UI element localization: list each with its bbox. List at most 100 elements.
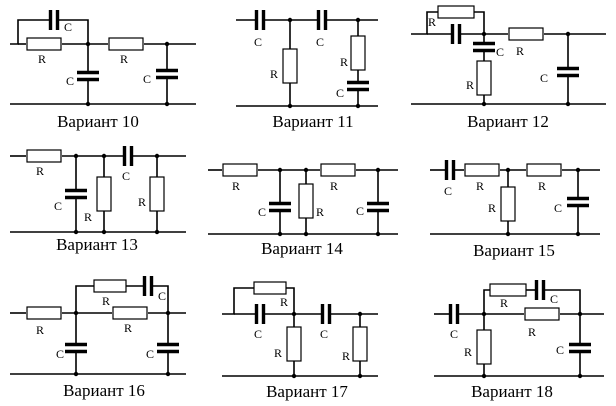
resistor [96, 176, 112, 212]
resistor [320, 163, 356, 177]
capacitor-label: C [554, 201, 562, 215]
resistor [524, 307, 560, 321]
wire [286, 287, 295, 314]
variant-caption: Вариант 13 [56, 235, 138, 254]
capacitor-label: C [356, 204, 364, 218]
resistor-label: R [36, 323, 44, 337]
capacitor-label: C [122, 169, 130, 183]
junction-dot [277, 231, 283, 237]
junction-dot [85, 101, 91, 107]
resistor-label: R [138, 195, 146, 209]
wire [58, 19, 89, 44]
variant-caption: Вариант 12 [467, 112, 549, 131]
capacitor-label: C [146, 347, 154, 361]
resistor-label: R [538, 179, 546, 193]
variant-caption: Вариант 15 [473, 241, 555, 260]
junction-dot [355, 103, 361, 109]
resistor [108, 37, 144, 51]
resistor [526, 163, 562, 177]
resistor [26, 306, 62, 320]
capacitor-label: C [444, 184, 452, 198]
resistor [350, 35, 366, 71]
wire [544, 289, 581, 314]
resistor [508, 27, 544, 41]
wire [75, 285, 94, 313]
junction-dot [575, 231, 581, 237]
resistor [93, 279, 127, 293]
junction-dot [357, 373, 363, 379]
resistor-label: R [330, 179, 338, 193]
variant-caption: Вариант 17 [266, 382, 348, 401]
variant-caption: Вариант 16 [63, 381, 145, 400]
resistor-label: R [464, 345, 472, 359]
junction-dot [565, 101, 571, 107]
wire [411, 11, 438, 35]
variant-caption: Вариант 11 [272, 112, 353, 131]
wire [152, 285, 169, 313]
junction-dot [154, 229, 160, 235]
circuit-variant-11: C C R R C Вариант 11 [236, 10, 378, 131]
capacitor-label: C [496, 45, 504, 59]
resistor [437, 5, 475, 19]
junction-dot [73, 229, 79, 235]
resistor-label: R [488, 201, 496, 215]
variant-caption: Вариант 14 [261, 239, 343, 258]
resistor-label: R [280, 295, 288, 309]
resistor [253, 281, 287, 295]
junction-dot [164, 101, 170, 107]
resistor [464, 163, 500, 177]
junction-dot [577, 373, 583, 379]
junction-dot [505, 231, 511, 237]
capacitor-label: C [56, 347, 64, 361]
capacitor-label: C [336, 86, 344, 100]
junction-dot [73, 371, 79, 377]
resistor-label: R [36, 164, 44, 178]
resistor [489, 283, 527, 297]
resistor [476, 60, 492, 96]
resistor [282, 48, 298, 84]
resistor [149, 176, 165, 212]
wire [483, 289, 490, 314]
junction-dot [287, 103, 293, 109]
capacitor-label: C [254, 327, 262, 341]
wire [474, 11, 485, 34]
resistor [476, 329, 492, 365]
variant-caption: Вариант 10 [57, 112, 139, 131]
resistor-label: R [232, 179, 240, 193]
capacitor-label: C [316, 35, 324, 49]
wire [222, 287, 254, 315]
capacitor-label: C [258, 205, 266, 219]
capacitor-label: C [450, 327, 458, 341]
capacitor-label: C [320, 327, 328, 341]
junction-dot [481, 373, 487, 379]
capacitor-label: C [540, 71, 548, 85]
capacitor-label: C [64, 20, 72, 34]
capacitor-label: C [556, 343, 564, 357]
resistor [26, 149, 62, 163]
resistor-label: R [38, 52, 46, 66]
resistor-label: R [466, 78, 474, 92]
resistor-label: R [270, 67, 278, 81]
resistor-label: R [124, 321, 132, 335]
wire [10, 19, 50, 45]
capacitor-label: C [254, 35, 262, 49]
resistor-label: R [340, 55, 348, 69]
junction-dot [165, 371, 171, 377]
resistor [298, 183, 314, 219]
junction-dot [303, 231, 309, 237]
resistor [500, 186, 516, 222]
variant-caption: Вариант 18 [471, 382, 553, 401]
resistor [26, 37, 62, 51]
resistor [286, 326, 302, 362]
resistor-label: R [528, 325, 536, 339]
junction-dot [291, 373, 297, 379]
resistor [222, 163, 258, 177]
resistor-label: R [500, 296, 508, 310]
capacitor-label: C [54, 199, 62, 213]
